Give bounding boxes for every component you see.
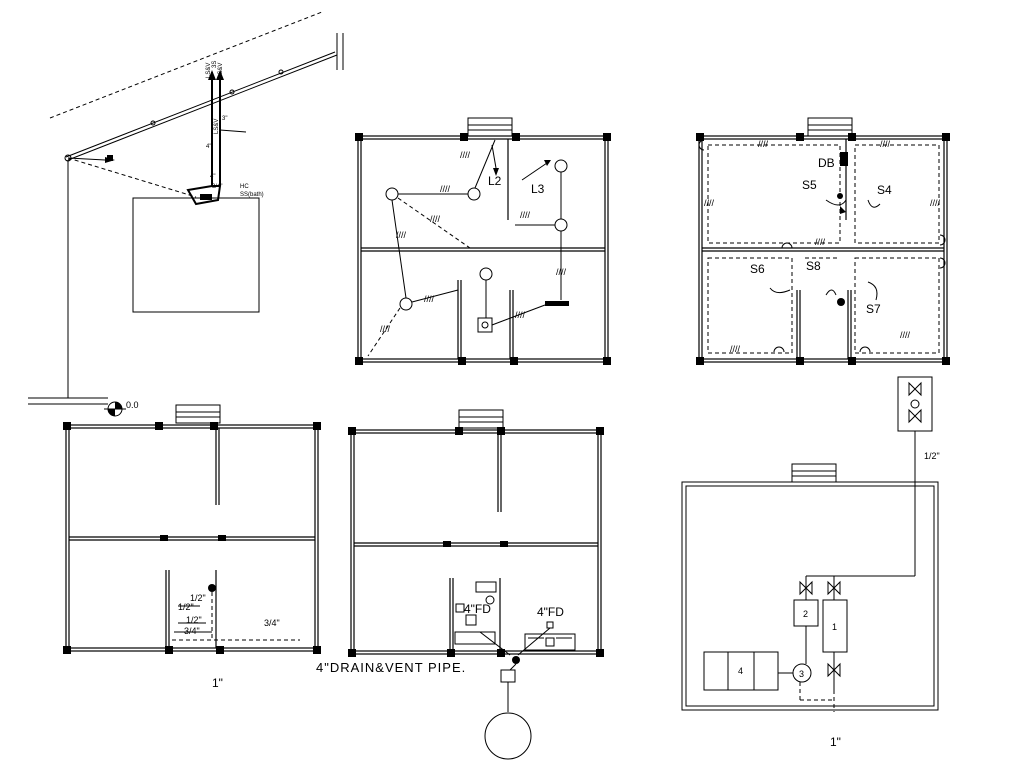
drain-vent-caption: 4"DRAIN&VENT PIPE. <box>316 660 466 675</box>
svg-text:////: //// <box>880 139 891 149</box>
tank-item-1: 1 <box>832 622 837 632</box>
iso-fitting-label: 3/4" <box>212 184 222 190</box>
socket-label-s6: S6 <box>750 262 765 276</box>
floor-drain-label: 4"FD <box>464 602 491 616</box>
svg-text:////: //// <box>900 330 911 340</box>
supply-size-label: 1/2" <box>924 451 940 461</box>
lighting-plan: L2 L3 //// //// //// //// //// //// ////… <box>355 117 611 365</box>
water-size-label: 3/4" <box>184 626 200 636</box>
svg-text:////: //// <box>430 214 441 224</box>
svg-text:////: //// <box>396 230 407 240</box>
iso-vertical-label: LS&V <box>218 63 224 78</box>
socket-label-s4: S4 <box>877 183 892 197</box>
socket-label-s5: S5 <box>802 178 817 192</box>
level-marker: 0.0 <box>104 400 139 417</box>
svg-text:////: //// <box>556 267 567 277</box>
socket-label-s8: S8 <box>806 259 821 273</box>
svg-text:////: //// <box>515 310 526 320</box>
floor-drain-label: 4"FD <box>537 605 564 619</box>
socket-label-s7: S7 <box>866 302 881 316</box>
tank-main-size: 1" <box>830 735 841 749</box>
svg-text:////: //// <box>380 324 391 334</box>
distribution-board-label: DB <box>818 156 835 170</box>
tank-item-2: 2 <box>803 609 808 619</box>
water-size-label: 3/4" <box>264 618 280 628</box>
svg-text:////: //// <box>520 210 531 220</box>
iso-fitting-label: 4" <box>206 144 211 150</box>
iso-fitting-label: SS(bath) <box>240 192 264 198</box>
iso-vertical-label: 3S <box>212 61 218 68</box>
svg-text:////: //// <box>424 294 435 304</box>
iso-fitting-label: 4" <box>210 174 215 180</box>
svg-text:////: //// <box>815 237 826 247</box>
tank-item-3: 3 <box>799 669 804 679</box>
svg-text:////: //// <box>440 184 451 194</box>
roof-section-isometric: LS&V 3S LS&V LS&V 4" 3" 4" 3/4" HC SS(ba… <box>28 11 344 405</box>
level-value: 0.0 <box>126 400 139 410</box>
meter-assembly: 1/2" <box>897 376 940 576</box>
drainage-plan: 4"FD 4"FD 4"DRAIN&VENT PIPE. <box>316 409 604 760</box>
tank-detail: 2 1 3 4 1" <box>681 463 939 749</box>
iso-vertical-label: LS&V <box>206 63 212 78</box>
iso-fitting-label: HC <box>240 184 249 190</box>
light-label-l3: L3 <box>531 182 545 196</box>
water-supply-plan: 1/2" 1/2" 1/2" 3/4" 3/4" 1" <box>63 404 321 690</box>
power-plan: DB S5 S4 S6 S8 S7 //// //// //// //// //… <box>696 117 950 365</box>
light-label-l2: L2 <box>488 174 502 188</box>
svg-text:////: //// <box>758 139 769 149</box>
water-size-label: 1/2" <box>186 615 202 625</box>
svg-text:////: //// <box>730 344 741 354</box>
iso-slant-label: LS&V <box>214 119 220 134</box>
iso-fitting-label: 3" <box>222 116 227 122</box>
tank-item-4: 4 <box>738 666 743 676</box>
water-size-label: 1/2" <box>178 602 194 612</box>
svg-text:////: //// <box>930 198 941 208</box>
svg-text:////: //// <box>460 150 471 160</box>
water-size-label: 1/2" <box>190 593 206 603</box>
water-main-size: 1" <box>212 676 223 690</box>
svg-text:////: //// <box>704 198 715 208</box>
